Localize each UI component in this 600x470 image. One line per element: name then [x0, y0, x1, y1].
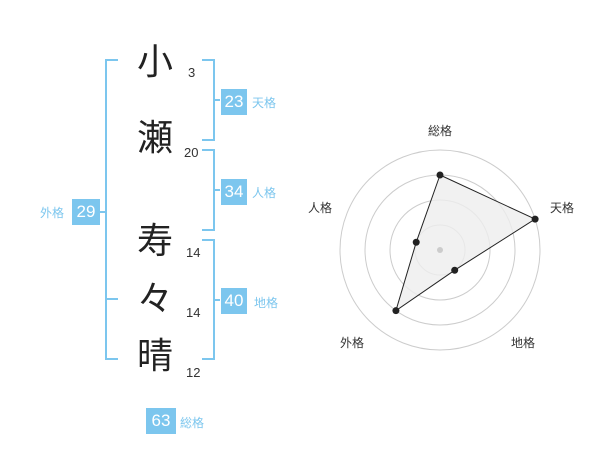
jinkaku-label: 人格: [252, 186, 277, 200]
chikaku-bracket: [202, 239, 215, 360]
fortune-radar-chart: [339, 149, 541, 351]
radar-axis-label-gaikaku: 外格: [340, 336, 365, 350]
stroke-count-3: 14: [186, 245, 201, 260]
radar-axis-label-soukaku: 総格: [428, 124, 453, 138]
stroke-count-5: 12: [186, 365, 201, 380]
radar-point-2: [531, 215, 539, 223]
stroke-count-1: 3: [188, 65, 196, 80]
gaikaku-label: 外格: [40, 206, 65, 220]
gaikaku-bracket: [105, 59, 118, 360]
gaikaku-value-badge: 29: [72, 199, 100, 225]
radar-score-polygon: [395, 174, 537, 312]
name-char-3: 寿: [136, 221, 173, 262]
radar-axis-label-jinkaku: 人格: [308, 201, 333, 215]
radar-point-5: [412, 238, 420, 246]
soukaku-value-badge: 63: [146, 408, 176, 434]
name-char-4: 々: [136, 279, 173, 320]
tenkaku-value-badge: 23: [221, 89, 247, 115]
name-char-2: 瀬: [136, 118, 173, 159]
stroke-count-4: 14: [186, 305, 201, 320]
name-char-5: 晴: [136, 336, 173, 377]
jinkaku-bracket: [202, 149, 215, 231]
name-char-1: 小: [136, 42, 173, 83]
chikaku-value-badge: 40: [221, 288, 247, 314]
radar-grid-ring-4: [339, 149, 541, 351]
radar-point-1: [436, 171, 444, 179]
tenkaku-bracket: [202, 59, 215, 141]
chikaku-label: 地格: [254, 296, 279, 310]
jinkaku-value-badge: 34: [221, 179, 247, 205]
radar-point-3: [451, 266, 459, 274]
radar-axis-label-tenkaku: 天格: [550, 201, 575, 215]
tenkaku-label: 天格: [252, 96, 277, 110]
radar-point-4: [392, 307, 400, 315]
soukaku-label: 総格: [180, 416, 205, 430]
radar-axis-label-chikaku: 地格: [511, 336, 536, 350]
radar-center-dot: [437, 247, 443, 253]
stroke-count-2: 20: [184, 145, 199, 160]
